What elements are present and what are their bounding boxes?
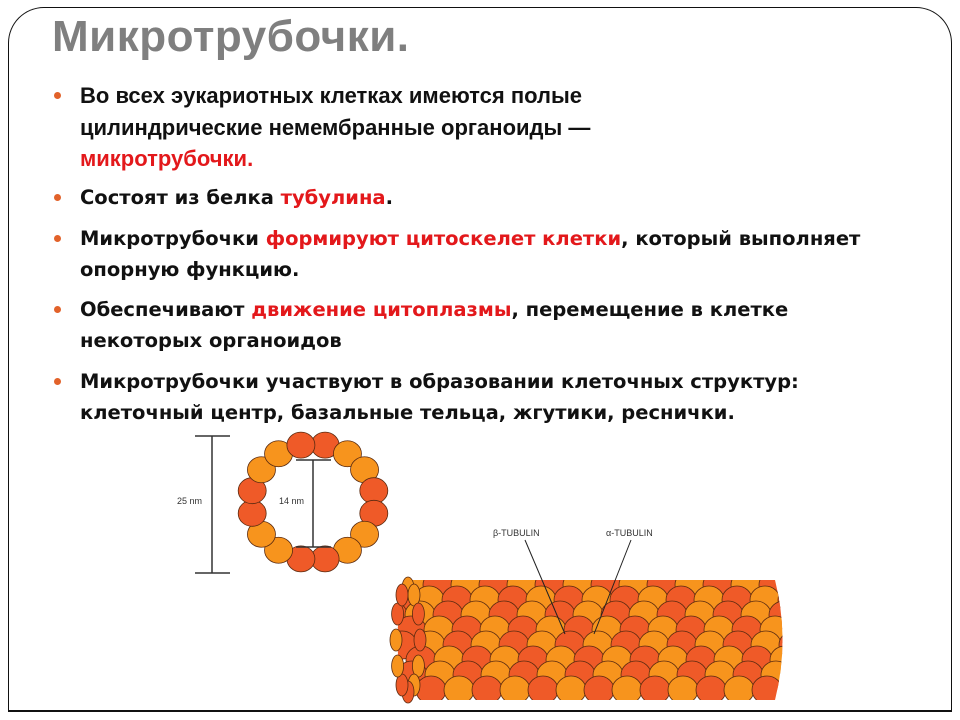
beta-leader-line (524, 539, 566, 635)
alpha-tubulin-subunit (777, 585, 783, 615)
alpha-tubulin-subunit (395, 583, 409, 607)
slide-frame (8, 7, 952, 711)
alpha-tubulin-subunit (808, 676, 838, 704)
bullet-dot-icon (54, 235, 61, 242)
beta-tubulin-subunit (826, 646, 856, 674)
alpha-tubulin-subunit (583, 675, 615, 700)
dimension-inner (296, 459, 331, 548)
alpha-tubulin-subunit (798, 646, 828, 674)
beta-tubulin-subunit (723, 675, 755, 700)
slide-title: Микротрубочки. (52, 12, 410, 61)
beta-tubulin-subunit (555, 675, 587, 700)
alpha-tubulin-subunit (639, 675, 671, 700)
beta-tubulin-subunit (389, 628, 403, 652)
alpha-leader-line (593, 539, 632, 635)
beta-tubulin-label: β-TUBULIN (493, 528, 540, 538)
beta-tubulin-subunit (499, 675, 531, 700)
microtubule-cylinder (367, 571, 866, 704)
alpha-tubulin-subunit (527, 675, 559, 700)
beta-tubulin-subunit (797, 601, 827, 629)
alpha-tubulin-subunit (415, 675, 447, 700)
bullet-highlight: движение цитоплазмы (251, 298, 512, 321)
outer-diameter-label: 25 nm (177, 496, 202, 506)
beta-tubulin-subunit (806, 586, 836, 614)
bullet-text: Обеспечивают (80, 298, 252, 321)
bullet-dot-icon (54, 378, 61, 385)
beta-tubulin-subunit (443, 675, 475, 700)
alpha-tubulin-subunit (367, 571, 397, 599)
bullet-text: Микротрубочки участвуют в образовании кл… (80, 370, 799, 424)
bullet-text: Состоят из белка (80, 186, 281, 209)
slide-frame-bottom (8, 710, 952, 712)
alpha-tubulin-subunit (778, 630, 783, 660)
alpha-tubulin-subunit (359, 477, 389, 505)
bullet-highlight: тубулина (280, 186, 386, 209)
bullet-dot-icon (54, 194, 61, 201)
cross-section-ring (237, 431, 389, 573)
beta-tubulin-subunit (779, 675, 783, 700)
alpha-tubulin-subunit (695, 675, 727, 700)
bullet-text: , который выполняет опорную функцию. (80, 227, 861, 281)
bullet-highlight: формируют цитоскелет клетки (265, 227, 622, 250)
microtubule-end (389, 576, 427, 704)
bullet-text: Микротрубочки (80, 227, 266, 250)
bullet-dot-icon (54, 92, 61, 99)
beta-tubulin-subunit (816, 616, 846, 644)
beta-tubulin-subunit (391, 654, 405, 678)
inner-diameter-label: 14 nm (279, 496, 304, 506)
alpha-tubulin-subunit (411, 602, 425, 626)
alpha-tubulin-subunit (413, 628, 427, 652)
bullet-text: . (385, 186, 394, 209)
beta-tubulin-subunit (787, 571, 817, 599)
alpha-tubulin-subunit (286, 431, 316, 459)
alpha-tubulin-subunit (471, 675, 503, 700)
beta-tubulin-subunit (836, 676, 866, 704)
alpha-tubulin-subunit (788, 616, 818, 644)
beta-tubulin-subunit (817, 661, 847, 689)
dimension-outer (195, 435, 230, 574)
beta-tubulin-subunit (611, 675, 643, 700)
beta-tubulin-subunit (667, 675, 699, 700)
alpha-tubulin-subunit (751, 675, 783, 700)
bullet-text: Во всех эукариотных клетках имеются полы… (80, 83, 591, 140)
alpha-tubulin-subunit (789, 661, 819, 689)
bullet-highlight: микротрубочки. (80, 146, 254, 171)
bullet-text: , перемещение в клетке некоторых органои… (80, 298, 789, 352)
alpha-tubulin-subunit (237, 499, 267, 527)
bullet-dot-icon (54, 306, 61, 313)
alpha-tubulin-label: α-TUBULIN (606, 528, 653, 538)
beta-tubulin-subunit (807, 631, 837, 659)
